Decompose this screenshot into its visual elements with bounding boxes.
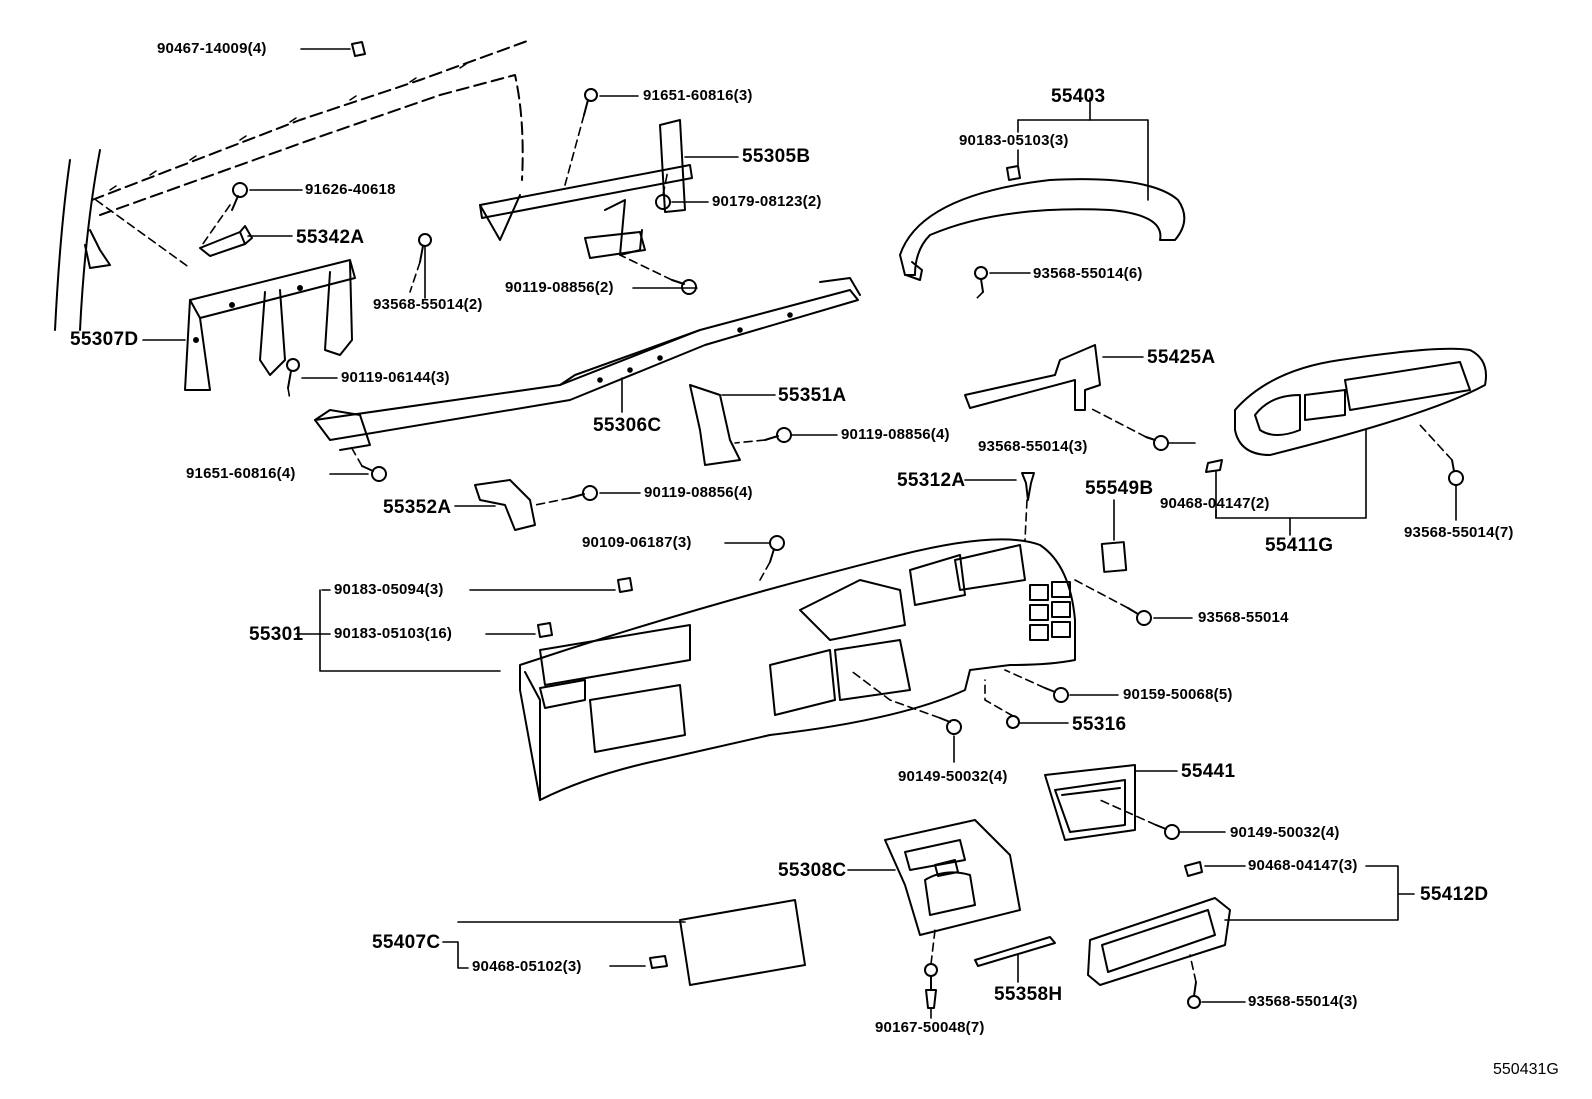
label-90179-08123: 90179-08123(2) (712, 193, 822, 210)
panel-55308C (884, 819, 1021, 936)
label-90167-50048: 90167-50048(7) (875, 1019, 985, 1036)
label-90119-08856-2: 90119-08856(2) (505, 279, 614, 296)
label-55316: 55316 (1072, 714, 1127, 735)
reinforcement-55306C (314, 277, 861, 451)
label-90468-04147-3: 90468-04147(3) (1248, 857, 1358, 874)
label-55441: 55441 (1181, 761, 1236, 782)
label-55301: 55301 (249, 624, 304, 645)
label-93568-55014-3b: 93568-55014(3) (1248, 993, 1358, 1010)
label-90159-50068: 90159-50068(5) (1123, 686, 1233, 703)
label-93568-55014-2: 93568-55014(2) (373, 296, 483, 313)
label-55411G: 55411G (1265, 535, 1334, 556)
label-90183-05103-3: 90183-05103(3) (959, 132, 1069, 149)
label-55342A: 55342A (296, 227, 365, 248)
lid-55407C (679, 899, 806, 986)
label-55412D: 55412D (1420, 884, 1489, 905)
label-93568-55014: 93568-55014 (1198, 609, 1289, 626)
bracket-55342A (199, 225, 253, 257)
label-55307D: 55307D (70, 329, 139, 350)
box-55441 (1044, 764, 1136, 841)
label-90119-06144: 90119-06144(3) (341, 369, 450, 386)
label-93568-55014-3a: 93568-55014(3) (978, 438, 1088, 455)
diagram-reference-code: 550431G (1493, 1061, 1559, 1078)
dashed-guide-lines (95, 114, 1453, 983)
frame-55412D (1087, 897, 1231, 986)
label-90119-08856-4b: 90119-08856(4) (644, 484, 753, 501)
leader-lines (142, 48, 1457, 1019)
plate-55549B (1100, 541, 1128, 573)
label-55306C: 55306C (593, 415, 662, 436)
label-55358H: 55358H (994, 984, 1063, 1005)
stay-55305B (479, 119, 693, 259)
label-90467-14009: 90467-14009(4) (157, 40, 267, 57)
windshield-outline (54, 39, 531, 331)
panel-55411G (1234, 347, 1487, 456)
label-55425A: 55425A (1147, 347, 1216, 368)
label-90149-50032-4a: 90149-50032(4) (898, 768, 1008, 785)
label-55312A: 55312A (897, 470, 966, 491)
fasteners (231, 41, 1464, 1009)
label-55407C: 55407C (372, 932, 441, 953)
label-90468-05102: 90468-05102(3) (472, 958, 582, 975)
bracket-55425A (964, 344, 1101, 411)
label-90468-04147-2: 90468-04147(2) (1160, 495, 1270, 512)
label-91626-40618: 91626-40618 (305, 181, 396, 198)
instrument-panel-55301 (519, 538, 1076, 801)
label-55305B: 55305B (742, 146, 811, 167)
label-93568-55014-7: 93568-55014(7) (1404, 524, 1514, 541)
panel-55403 (899, 178, 1186, 281)
label-55351A: 55351A (778, 385, 847, 406)
label-90183-05094: 90183-05094(3) (334, 581, 444, 598)
label-91651-60816-3: 91651-60816(3) (643, 87, 753, 104)
label-91651-60816-4: 91651-60816(4) (186, 465, 296, 482)
bracket-55352A (474, 479, 536, 531)
label-90119-08856-4a: 90119-08856(4) (841, 426, 950, 443)
bracket-55307D (184, 259, 356, 391)
label-55308C: 55308C (778, 860, 847, 881)
label-55549B: 55549B (1085, 478, 1154, 499)
label-55352A: 55352A (383, 497, 452, 518)
label-93568-55014-6: 93568-55014(6) (1033, 265, 1143, 282)
label-90149-50032-4b: 90149-50032(4) (1230, 824, 1340, 841)
label-55403: 55403 (1051, 86, 1106, 107)
bracket-55351A (689, 384, 741, 466)
label-90183-05103-16: 90183-05103(16) (334, 625, 453, 642)
strip-55358H (974, 936, 1056, 967)
label-90109-06187: 90109-06187(3) (582, 534, 692, 551)
